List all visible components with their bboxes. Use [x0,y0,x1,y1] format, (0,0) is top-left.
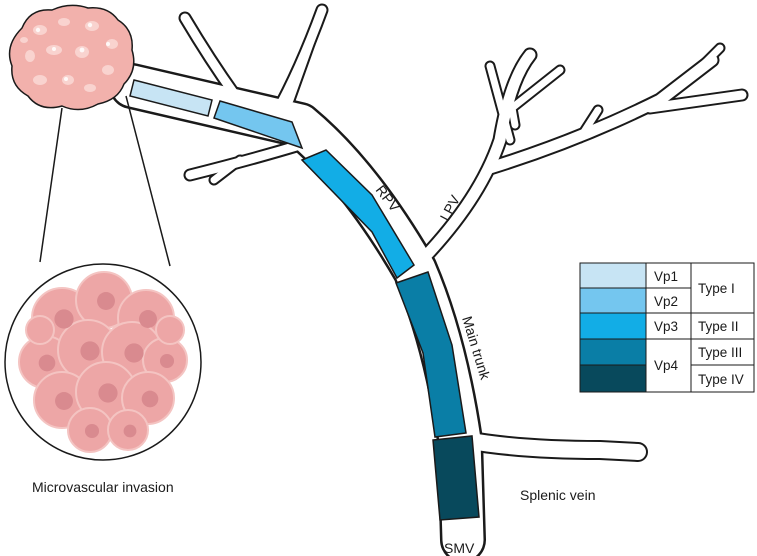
cell-nucleus [97,292,115,310]
label-smv: SMV [444,540,475,556]
cell-nucleus [141,390,159,408]
legend-type-3: Type III [698,345,742,360]
legend-vp3: Vp3 [654,319,678,334]
cell-nucleus [139,310,157,328]
legend-type-1: Type I [698,281,735,296]
cell-nucleus [123,424,137,438]
legend-swatch-vp4-type4 [580,365,646,392]
legend-swatch-vp2 [580,288,646,313]
tumor-cell-cluster-icon [4,263,202,461]
label-splenic-vein: Splenic vein [520,487,596,503]
legend-swatch-vp1 [580,263,646,288]
cell-nucleus [55,392,73,410]
cell-nucleus [124,343,144,363]
legend-type-4: Type IV [698,372,744,387]
cell-nucleus [84,423,100,439]
cell-nucleus [80,341,100,361]
segment-vp1 [129,79,213,117]
legend-table: Vp1 Vp2 Vp3 Vp4 Type I Type II Type III … [579,262,755,393]
tumor-mass-icon [8,4,135,111]
magnification-lines [39,95,171,267]
legend-swatch-vp4-type3 [580,339,646,365]
legend-swatch-vp3 [580,313,646,339]
label-microvascular-invasion: Microvascular invasion [32,479,174,495]
legend-vp4: Vp4 [654,358,679,373]
cell-nucleus [38,354,56,372]
cell-nucleus [159,353,175,369]
cell-nucleus [54,309,74,329]
segment-vp4-type4 [432,435,480,521]
cell-nucleus [98,383,118,403]
segment-vp3 [300,149,415,280]
invasion-segments [129,79,480,521]
legend-vp2: Vp2 [654,294,678,309]
legend-vp1: Vp1 [654,269,678,284]
tumor-cell [25,315,55,345]
tumor-cell [155,315,185,345]
legend-type-2: Type II [698,319,739,334]
segment-vp4-type3 [395,271,467,438]
segment-vp2 [213,100,304,150]
